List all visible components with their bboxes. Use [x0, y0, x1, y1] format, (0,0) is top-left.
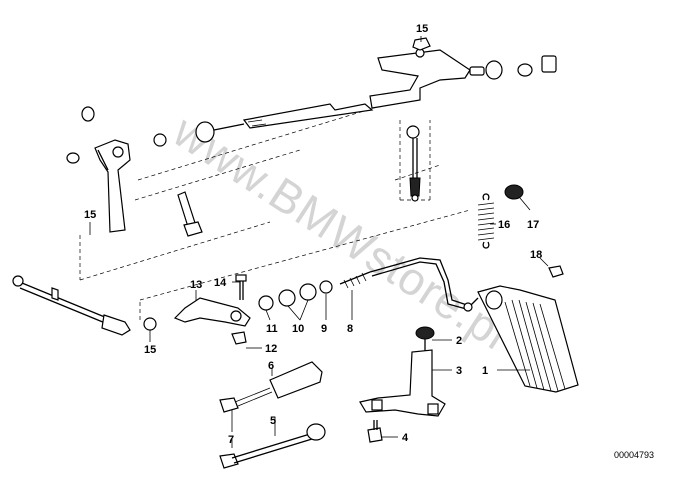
- lower-loose-parts: [219, 361, 326, 469]
- callout-17: 17: [527, 219, 539, 231]
- callout-2: 2: [456, 335, 462, 347]
- assembly-guide-lines: [79, 99, 471, 320]
- callout-7: 7: [228, 434, 234, 446]
- callout-16: 16: [498, 219, 510, 231]
- callout-12: 12: [265, 343, 277, 355]
- spring-and-bushing: [477, 184, 524, 249]
- callout-15-left: 15: [84, 209, 96, 221]
- watermark: www.BMWstore.pl: [164, 104, 519, 360]
- leader-lines: [89, 36, 549, 448]
- callout-18: 18: [530, 249, 542, 261]
- left-long-rod: [12, 275, 157, 336]
- callout-1: 1: [482, 365, 488, 377]
- callout-8: 8: [347, 323, 353, 335]
- callout-5: 5: [270, 415, 276, 427]
- middle-linkage: [173, 257, 479, 345]
- callout-15-top: 15: [416, 23, 428, 35]
- callout-15-bottom: 15: [144, 344, 156, 356]
- callout-10: 10: [292, 323, 304, 335]
- callout-9: 9: [321, 323, 327, 335]
- callout-4: 4: [402, 432, 409, 444]
- callout-14: 14: [214, 277, 227, 289]
- callout-11: 11: [266, 323, 278, 335]
- upper-shaft-assembly: [66, 37, 557, 237]
- callout-3: 3: [456, 365, 462, 377]
- reference-number: 00004793: [614, 450, 654, 460]
- callout-6: 6: [268, 360, 274, 372]
- callout-13: 13: [190, 279, 202, 291]
- callouts: 1 2 3 4 5 6 7 8 9 10 11 12 13 14 15 15 1…: [84, 23, 542, 446]
- pedal-assembly: [359, 265, 579, 443]
